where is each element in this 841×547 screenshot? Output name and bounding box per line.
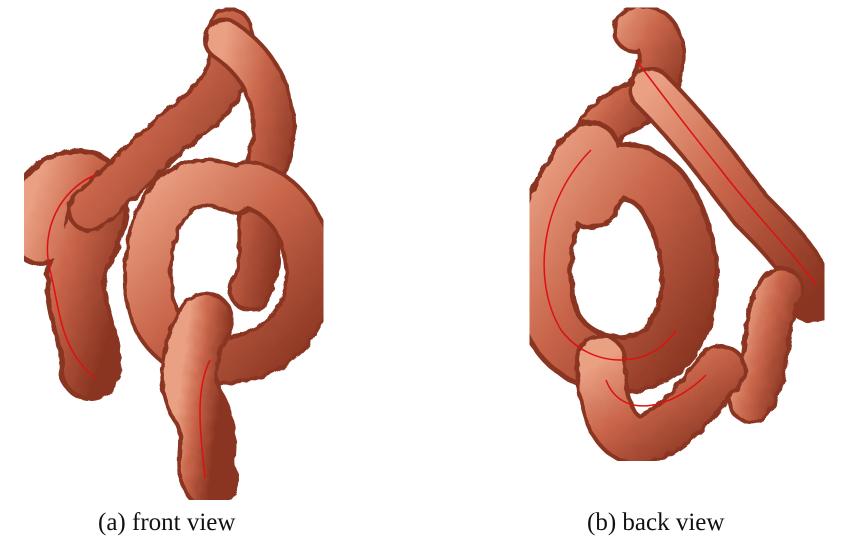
caption-back-view: (b) back view (587, 509, 725, 536)
colon-front-render (7, 7, 335, 500)
caption-front-view: (a) front view (98, 509, 236, 536)
panel-back-view: (b) back view (421, 0, 841, 547)
colon-back-render (513, 4, 834, 466)
panel-front-view: (a) front view (0, 0, 420, 547)
